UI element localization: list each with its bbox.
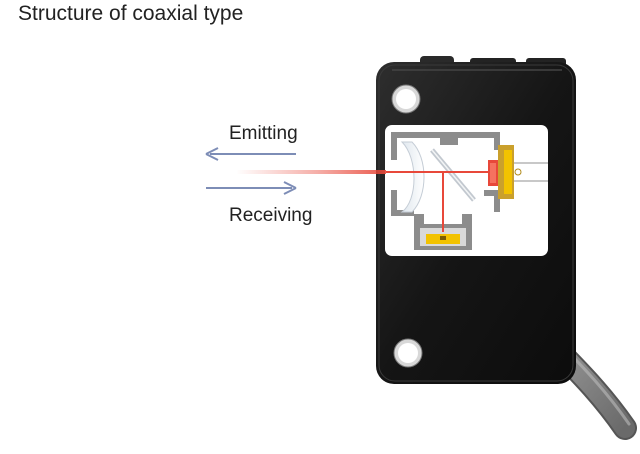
light-beam <box>236 170 386 174</box>
arrow-left-icon <box>205 147 296 161</box>
receiving-label: Receiving <box>229 205 313 226</box>
emitting-label: Emitting <box>229 123 298 144</box>
mounting-hole-top <box>391 84 421 114</box>
diagram-title: Structure of coaxial type <box>18 2 244 25</box>
cutaway-window <box>385 125 548 256</box>
mounting-hole-bottom <box>393 338 423 368</box>
arrow-right-icon <box>206 181 297 195</box>
